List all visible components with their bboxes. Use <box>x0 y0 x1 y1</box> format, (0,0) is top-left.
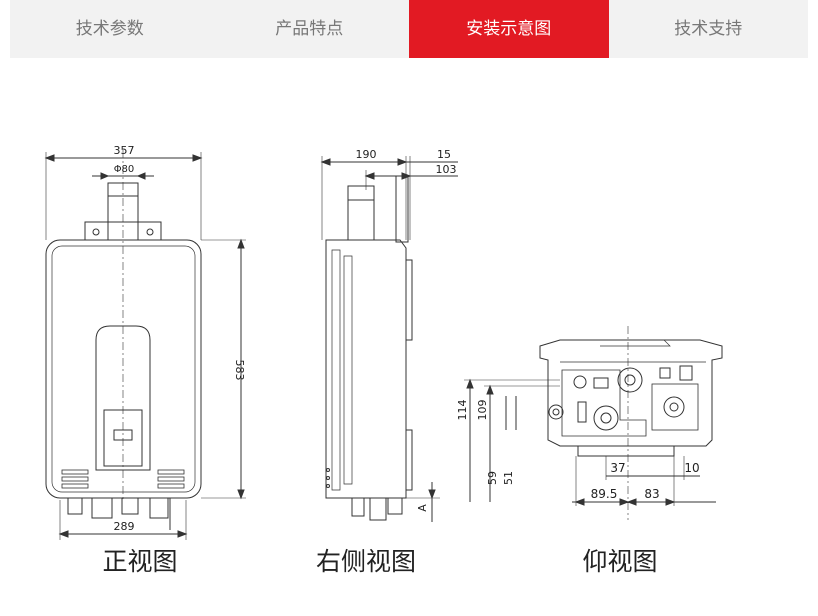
dim-label-10: 10 <box>684 461 699 475</box>
caption-bottom-view: 仰视图 <box>582 547 658 576</box>
dim-label-190: 190 <box>356 148 377 161</box>
tab-technical-params[interactable]: 技术参数 <box>75 19 144 39</box>
bottom-view: 114 109 59 51 37 10 89.5 83 <box>456 326 723 520</box>
dim-label-103: 103 <box>436 163 457 176</box>
dim-label-357: 357 <box>114 144 135 157</box>
dim-label-114: 114 <box>456 400 469 421</box>
dim-label-15: 15 <box>437 148 451 161</box>
dim-label-289: 289 <box>114 520 135 533</box>
dim-label-37: 37 <box>610 461 625 475</box>
tab-bar: 技术参数 产品特点 安装示意图 技术支持 <box>10 0 808 58</box>
dim-label-59: 59 <box>486 471 499 485</box>
dim-label-flue: Φ80 <box>114 164 135 175</box>
caption-right-side-view: 右侧视图 <box>315 547 416 576</box>
dim-label-583: 583 <box>233 360 246 381</box>
tab-installation-diagram[interactable]: 安装示意图 <box>409 0 609 58</box>
dim-label-51: 51 <box>502 471 515 485</box>
caption-front-view: 正视图 <box>102 547 178 576</box>
tab-tech-support[interactable]: 技术支持 <box>674 19 743 39</box>
dim-label-83: 83 <box>644 487 659 501</box>
tab-product-features[interactable]: 产品特点 <box>275 19 344 39</box>
dim-label-109: 109 <box>476 400 489 421</box>
dim-label-89-5: 89.5 <box>591 487 618 501</box>
dim-label-a: A <box>416 504 429 512</box>
front-view: 357 Φ80 583 289 <box>44 144 246 540</box>
side-view: 190 15 103 A <box>320 148 458 522</box>
